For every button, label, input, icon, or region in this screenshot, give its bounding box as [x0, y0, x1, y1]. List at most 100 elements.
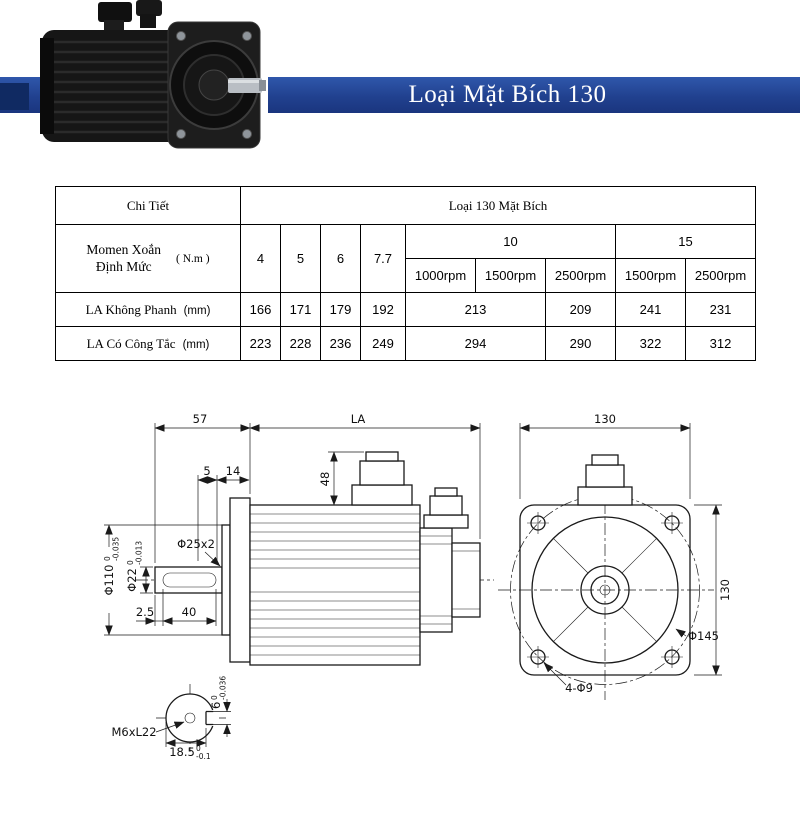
torque-label-line2: Định Mức: [95, 258, 152, 274]
torque-group-15: 15: [614, 224, 757, 259]
shaft-front: [590, 575, 620, 605]
side-view: [136, 451, 494, 666]
dim-flange-width: 130: [594, 412, 616, 426]
dim-key-width-tol-lo: -0.036: [219, 676, 228, 700]
torque-group-10: 10: [405, 224, 616, 259]
torque-value: 6: [320, 224, 361, 293]
dim-LA: LA: [351, 412, 366, 426]
dim-pilot-dia-tol-hi: 0: [103, 556, 112, 561]
value-cell: 290: [545, 326, 616, 361]
torque-value: 5: [280, 224, 321, 293]
row-label: LA Không Phanh: [85, 301, 177, 317]
extension-lines: [197, 475, 218, 561]
dim-pilot-dia-tol-lo: -0.035: [112, 537, 121, 561]
extension-lines: [519, 423, 691, 499]
shaft-highlight: [228, 80, 262, 83]
dim-corner-holes: 4-Φ9: [565, 681, 593, 695]
fin-lines-photo: [48, 40, 176, 134]
col-header-type: Loại 130 Mặt Bích: [239, 186, 757, 225]
value-cell: 223: [240, 326, 281, 361]
flange-screw: [176, 31, 186, 41]
extension-lines: [104, 524, 222, 636]
value-cell: 322: [615, 326, 686, 361]
rear-cap-photo: [40, 38, 54, 134]
fin-lines: [250, 513, 420, 656]
shaft: [154, 566, 223, 594]
dim-key-height: 18.5: [169, 745, 195, 759]
dim-shaft-dia-tol-hi: 0: [126, 560, 135, 565]
encoder-housing: [451, 542, 481, 618]
table-row: LA Không Phanh(mm) 166 171 179 192 213 2…: [55, 292, 757, 327]
value-cell: 213: [405, 292, 546, 327]
flange-hub: [198, 69, 230, 101]
value-cell: 231: [684, 292, 757, 327]
table-row: LA Có Công Tắc (mm) 223 228 236 249 294 2…: [55, 326, 757, 361]
dim-key-height-tol-lo: -0.1: [196, 752, 211, 761]
torque-value: 4: [240, 224, 281, 293]
rear-fins: [420, 535, 452, 625]
dim-2-5: 2.5: [136, 605, 154, 619]
front-connector: [577, 454, 633, 506]
encoder-lines: [452, 550, 480, 610]
tap-front: [599, 584, 611, 596]
dim-14: 14: [226, 464, 241, 478]
value-cell: 228: [280, 326, 321, 361]
dim-shaft-dia: Φ22: [125, 568, 139, 592]
product-photo: [40, 0, 268, 158]
dim-flange-height: 130: [718, 579, 732, 601]
page-title: Loại Mặt Bích 130: [408, 81, 607, 108]
row-label-cell: LA Không Phanh (mm): [55, 292, 241, 327]
keyway-mask: [205, 710, 217, 726]
dim-5: 5: [203, 464, 210, 478]
side-dimensions: 57 LA 5 14 48 Φ25x2 Φ22 0: [102, 412, 481, 636]
rpm-header: 1000rpm: [405, 258, 476, 293]
dim-57: 57: [193, 412, 208, 426]
shaft-tip: [259, 80, 266, 91]
rpm-header: 1500rpm: [615, 258, 686, 293]
value-cell: 179: [320, 292, 361, 327]
flange-screw: [242, 129, 252, 139]
motor-photo-illustration: [40, 0, 268, 158]
dim-key-width: 6: [209, 702, 223, 709]
motor-body-photo: [42, 30, 180, 142]
row-unit: (mm): [182, 338, 210, 351]
row-unit: (mm): [183, 304, 211, 317]
value-cell: 312: [684, 326, 757, 361]
rear-housing: [419, 527, 453, 633]
torque-unit: ( N.m ): [176, 252, 210, 265]
value-cell: 241: [615, 292, 686, 327]
dim-40: 40: [182, 605, 197, 619]
rpm-header: 2500rpm: [545, 258, 616, 293]
flange-screw: [176, 129, 186, 139]
technical-drawing: 57 LA 5 14 48 Φ25x2 Φ22 0: [0, 395, 800, 838]
spec-table: Chi Tiết Loại 130 Mặt Bích Momen Xoắn Đị…: [55, 186, 757, 361]
pilot-boss: [221, 524, 231, 636]
row-label: LA Có Công Tắc: [86, 335, 176, 351]
value-cell: 166: [240, 292, 281, 327]
value-cell: 236: [320, 326, 361, 361]
dim-key-height-tol-hi: 0: [196, 744, 201, 753]
dim-key-width-tol-hi: 0: [210, 695, 219, 700]
value-cell: 249: [360, 326, 406, 361]
dim-key-width-group: 6 0 -0.036: [209, 676, 228, 709]
front-view: 130 130 Φ145 4-Φ9: [498, 412, 732, 700]
banner-accent: [0, 83, 29, 110]
flange-side: [229, 497, 251, 663]
value-cell: 294: [405, 326, 546, 361]
mounting-holes: [527, 512, 683, 668]
pilot-circle: [531, 516, 679, 664]
dim-bolt-circle: Φ145: [688, 629, 719, 643]
dim-pilot-dia-group: Φ110 0 -0.035: [102, 537, 121, 596]
dim-48: 48: [318, 472, 332, 487]
power-connector: [351, 451, 413, 506]
diagonal-lines: [553, 538, 657, 642]
dim-pilot-dia: Φ110: [102, 564, 116, 595]
row-label-cell: LA Có Công Tắc (mm): [55, 326, 241, 361]
boss-circle: [580, 565, 630, 615]
shaft-section-view: M6xL22 6 0 -0.036 18.5 0 -0.1: [111, 676, 231, 761]
dim-shaft-step: Φ25x2: [177, 537, 215, 551]
encoder-connector: [423, 487, 469, 529]
torque-value: 7.7: [360, 224, 406, 293]
torque-label-cell: Momen Xoắn Định Mức ( N.m ): [55, 224, 241, 293]
